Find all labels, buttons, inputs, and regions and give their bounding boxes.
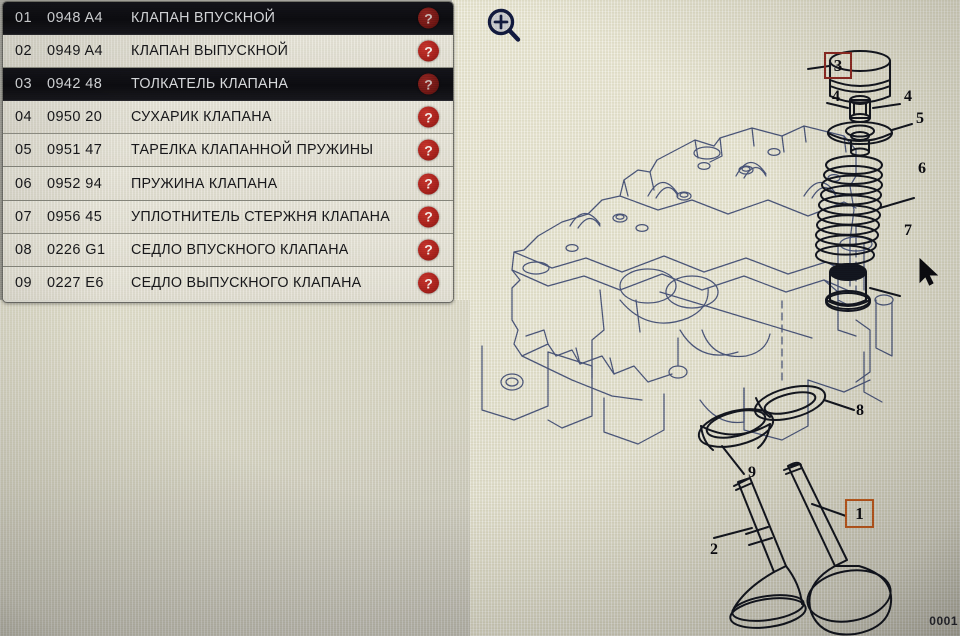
parts-list-row[interactable]: 01 0948 A4 КЛАПАН ВПУСКНОЙ ? — [3, 2, 453, 36]
callout-4a[interactable]: 4 — [832, 88, 840, 105]
help-icon[interactable]: ? — [418, 272, 439, 294]
magnifier-plus-icon[interactable] — [484, 6, 526, 48]
mouse-cursor — [918, 257, 940, 293]
row-part-number: 0942 48 — [47, 76, 103, 93]
row-description: СЕДЛО ВПУСКНОГО КЛАПАНА — [131, 241, 349, 258]
row-description: УПЛОТНИТЕЛЬ СТЕРЖНЯ КЛАПАНА — [131, 208, 391, 225]
row-part-number: 0951 47 — [47, 142, 103, 159]
callout-9[interactable]: 9 — [748, 464, 756, 481]
parts-list-row[interactable]: 04 0950 20 СУХАРИК КЛАПАНА ? — [3, 101, 453, 135]
row-index: 06 — [15, 175, 32, 192]
row-description: ТОЛКАТЕЛЬ КЛАПАНА — [131, 76, 289, 93]
diagram-corner-code: 0001 — [929, 614, 958, 628]
help-icon[interactable]: ? — [418, 239, 439, 261]
row-part-number: 0950 20 — [47, 109, 103, 126]
row-part-number: 0227 E6 — [47, 275, 104, 292]
parts-list-row[interactable]: 03 0942 48 ТОЛКАТЕЛЬ КЛАПАНА ? — [3, 68, 453, 102]
row-part-number: 0952 94 — [47, 175, 103, 192]
callout-3[interactable]: 3 — [824, 52, 852, 79]
callout-2[interactable]: 2 — [710, 541, 718, 558]
parts-list-panel[interactable]: 01 0948 A4 КЛАПАН ВПУСКНОЙ ? 02 0949 A4 … — [2, 1, 454, 303]
callout-8[interactable]: 8 — [856, 402, 864, 419]
help-icon[interactable]: ? — [418, 7, 439, 29]
help-icon[interactable]: ? — [418, 139, 439, 161]
help-icon[interactable]: ? — [418, 40, 439, 62]
help-icon[interactable]: ? — [418, 173, 439, 195]
parts-list-row[interactable]: 02 0949 A4 КЛАПАН ВЫПУСКНОЙ ? — [3, 35, 453, 69]
parts-list-row[interactable]: 09 0227 E6 СЕДЛО ВЫПУСКНОГО КЛАПАНА ? — [3, 266, 453, 300]
row-part-number: 0956 45 — [47, 208, 103, 225]
row-index: 04 — [15, 109, 32, 126]
help-icon[interactable]: ? — [418, 206, 439, 228]
callout-6[interactable]: 6 — [918, 160, 926, 177]
row-part-number: 0948 A4 — [47, 10, 104, 27]
row-index: 08 — [15, 241, 32, 258]
row-index: 01 — [15, 10, 32, 27]
row-part-number: 0949 A4 — [47, 43, 104, 60]
parts-list-row[interactable]: 08 0226 G1 СЕДЛО ВПУСКНОГО КЛАПАНА ? — [3, 233, 453, 267]
callout-5[interactable]: 5 — [916, 110, 924, 127]
row-index: 02 — [15, 43, 32, 60]
row-description: СЕДЛО ВЫПУСКНОГО КЛАПАНА — [131, 275, 362, 292]
help-icon[interactable]: ? — [418, 73, 439, 95]
row-description: ТАРЕЛКА КЛАПАННОЙ ПРУЖИНЫ — [131, 142, 374, 159]
row-index: 05 — [15, 142, 32, 159]
row-part-number: 0226 G1 — [47, 241, 106, 258]
lower-left-paper-background — [0, 300, 470, 636]
callout-label: 3 — [833, 55, 843, 75]
callout-7[interactable]: 7 — [904, 222, 912, 239]
row-index: 07 — [15, 208, 32, 225]
callout-1[interactable]: 1 — [845, 499, 874, 528]
row-description: ПРУЖИНА КЛАПАНА — [131, 175, 278, 192]
callout-label: 1 — [855, 503, 864, 523]
row-description: КЛАПАН ВПУСКНОЙ — [131, 10, 276, 27]
help-icon[interactable]: ? — [418, 106, 439, 128]
callout-4b[interactable]: 4 — [904, 88, 912, 105]
row-index: 03 — [15, 76, 32, 93]
exploded-parts-diagram — [452, 0, 960, 636]
row-description: КЛАПАН ВЫПУСКНОЙ — [131, 43, 289, 60]
row-description: СУХАРИК КЛАПАНА — [131, 109, 272, 126]
parts-list-row[interactable]: 05 0951 47 ТАРЕЛКА КЛАПАННОЙ ПРУЖИНЫ ? — [3, 134, 453, 168]
parts-list-row[interactable]: 07 0956 45 УПЛОТНИТЕЛЬ СТЕРЖНЯ КЛАПАНА ? — [3, 200, 453, 234]
parts-list-row[interactable]: 06 0952 94 ПРУЖИНА КЛАПАНА ? — [3, 167, 453, 201]
row-index: 09 — [15, 275, 32, 292]
diagram-paper-background — [452, 0, 960, 636]
